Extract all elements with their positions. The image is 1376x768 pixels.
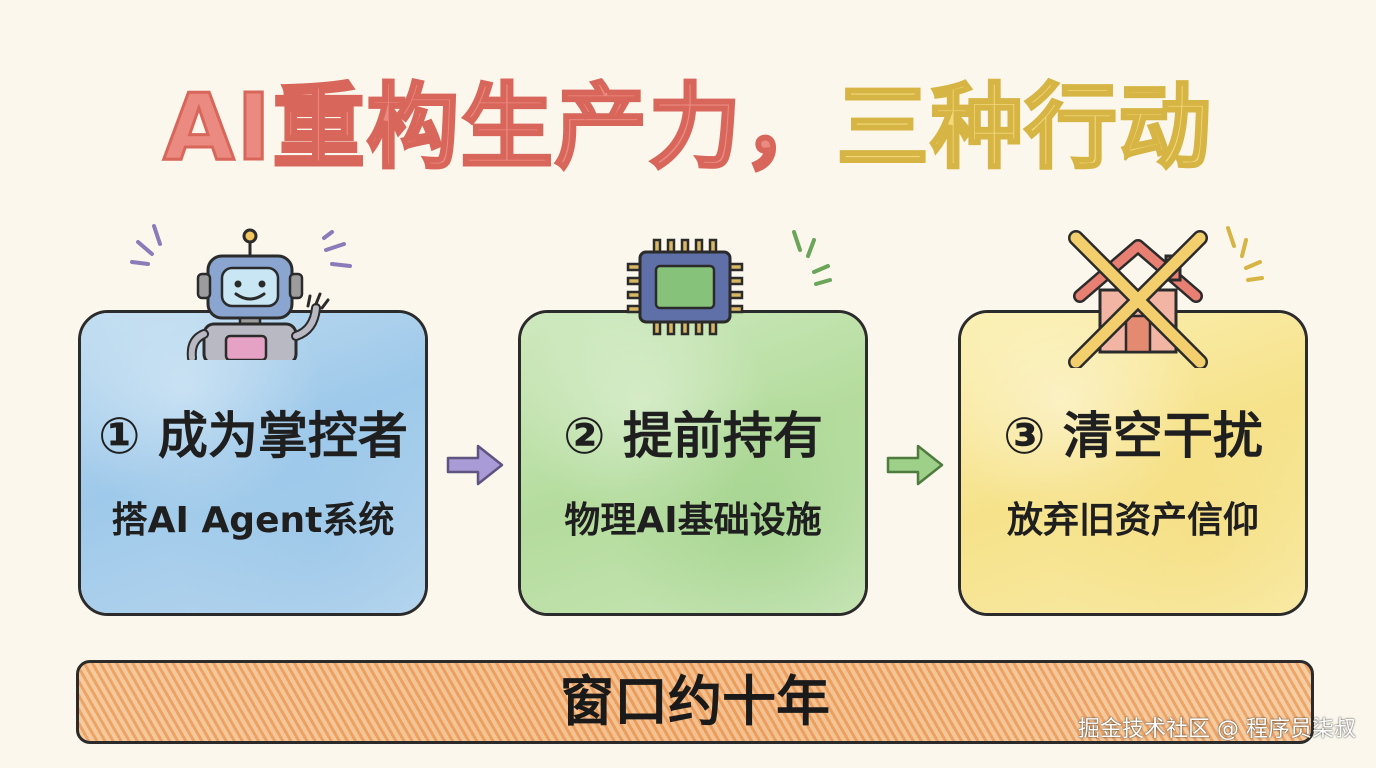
card-wash-blue bbox=[81, 313, 425, 613]
arrow-right-icon bbox=[886, 444, 944, 486]
card-subtitle: 物理AI基础设施 bbox=[564, 500, 822, 541]
card-wash-yellow bbox=[961, 313, 1305, 613]
robot-icon bbox=[130, 224, 352, 360]
chip-icon bbox=[626, 230, 832, 336]
page-title: AI重构生产力，三种行动 bbox=[0, 80, 1376, 175]
card-subtitle: 放弃旧资产信仰 bbox=[1006, 500, 1259, 541]
title-part-b: 三种行动 bbox=[835, 74, 1213, 181]
card-subtitle: 搭AI Agent系统 bbox=[111, 500, 395, 541]
title-part-a: AI重构生产力， bbox=[162, 74, 837, 181]
card-become-controller: ① 成为掌控者 搭AI Agent系统 bbox=[78, 310, 428, 616]
bottom-banner: 窗口约十年 bbox=[76, 660, 1314, 744]
card-hold-early: ② 提前持有 物理AI基础设施 bbox=[518, 310, 868, 616]
arrow-right-icon bbox=[446, 444, 504, 486]
card-heading: ② 提前持有 bbox=[563, 407, 823, 465]
card-clear-interference: ③ 清空干扰 放弃旧资产信仰 bbox=[958, 310, 1308, 616]
card-heading: ③ 清空干扰 bbox=[1003, 407, 1263, 465]
watermark: 掘金技术社区 @ 程序员柒叔 bbox=[1078, 717, 1356, 742]
card-wash-green bbox=[521, 313, 865, 613]
bottom-banner-text: 窗口约十年 bbox=[560, 670, 830, 733]
card-heading: ① 成为掌控者 bbox=[98, 407, 408, 465]
crossed-house-icon bbox=[1068, 226, 1264, 368]
